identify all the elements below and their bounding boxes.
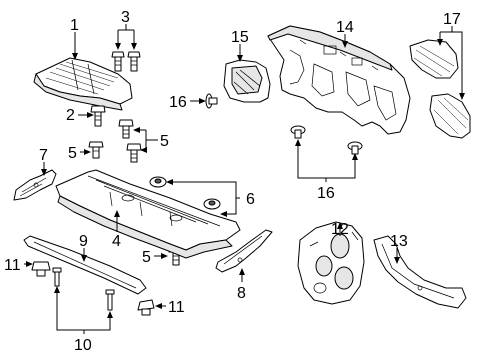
callout-5-left: 5 <box>68 145 77 162</box>
callout-9: 9 <box>79 233 88 250</box>
callout-3: 3 <box>121 9 130 26</box>
callout-15: 15 <box>231 29 249 46</box>
callout-10: 10 <box>74 337 92 354</box>
part-7-bracket <box>13 169 57 201</box>
callout-7: 7 <box>39 147 48 164</box>
callout-16-upper: 16 <box>169 94 187 111</box>
part-13-insulator <box>373 235 467 309</box>
part-9-reinforcement <box>23 235 147 295</box>
callout-17: 17 <box>443 11 461 28</box>
part-12-insulator <box>297 221 365 305</box>
part-5-bolt-left <box>88 141 104 159</box>
part-16-pin-lower-right <box>347 141 363 155</box>
callout-12: 12 <box>331 221 349 238</box>
callout-16-lower: 16 <box>317 185 335 202</box>
callout-2: 2 <box>66 107 75 124</box>
part-4-cowl-panel <box>55 169 241 259</box>
part-16-pin-upper <box>205 93 218 109</box>
part-8-bracket <box>215 229 273 273</box>
part-11-nut-left <box>31 261 51 277</box>
part-17-pad-lower <box>429 93 471 139</box>
callout-14: 14 <box>336 19 354 36</box>
part-16-pin-lower-left <box>290 125 306 139</box>
part-6-grommets <box>149 176 221 210</box>
part-15-insulator-pad <box>223 59 271 103</box>
part-1-cowl-top-panel <box>33 57 133 111</box>
callout-8: 8 <box>237 285 246 302</box>
callout-6: 6 <box>246 191 255 208</box>
callout-5-upper: 5 <box>160 133 169 150</box>
part-5-bolts-upper <box>118 119 142 163</box>
callout-13: 13 <box>390 233 408 250</box>
callout-4: 4 <box>112 233 121 250</box>
part-3-bolts <box>111 51 141 72</box>
leader-lines <box>24 24 465 334</box>
part-17-pad-upper <box>409 39 459 79</box>
part-10-studs <box>52 267 115 311</box>
callout-11-left: 11 <box>4 257 21 274</box>
callout-11-right: 11 <box>168 299 185 316</box>
callout-1: 1 <box>70 17 79 34</box>
part-2-bolt <box>90 105 106 127</box>
callout-5-lower: 5 <box>142 249 151 266</box>
part-11-nut-right <box>137 299 155 316</box>
part-14-dash-insulator <box>267 25 411 135</box>
